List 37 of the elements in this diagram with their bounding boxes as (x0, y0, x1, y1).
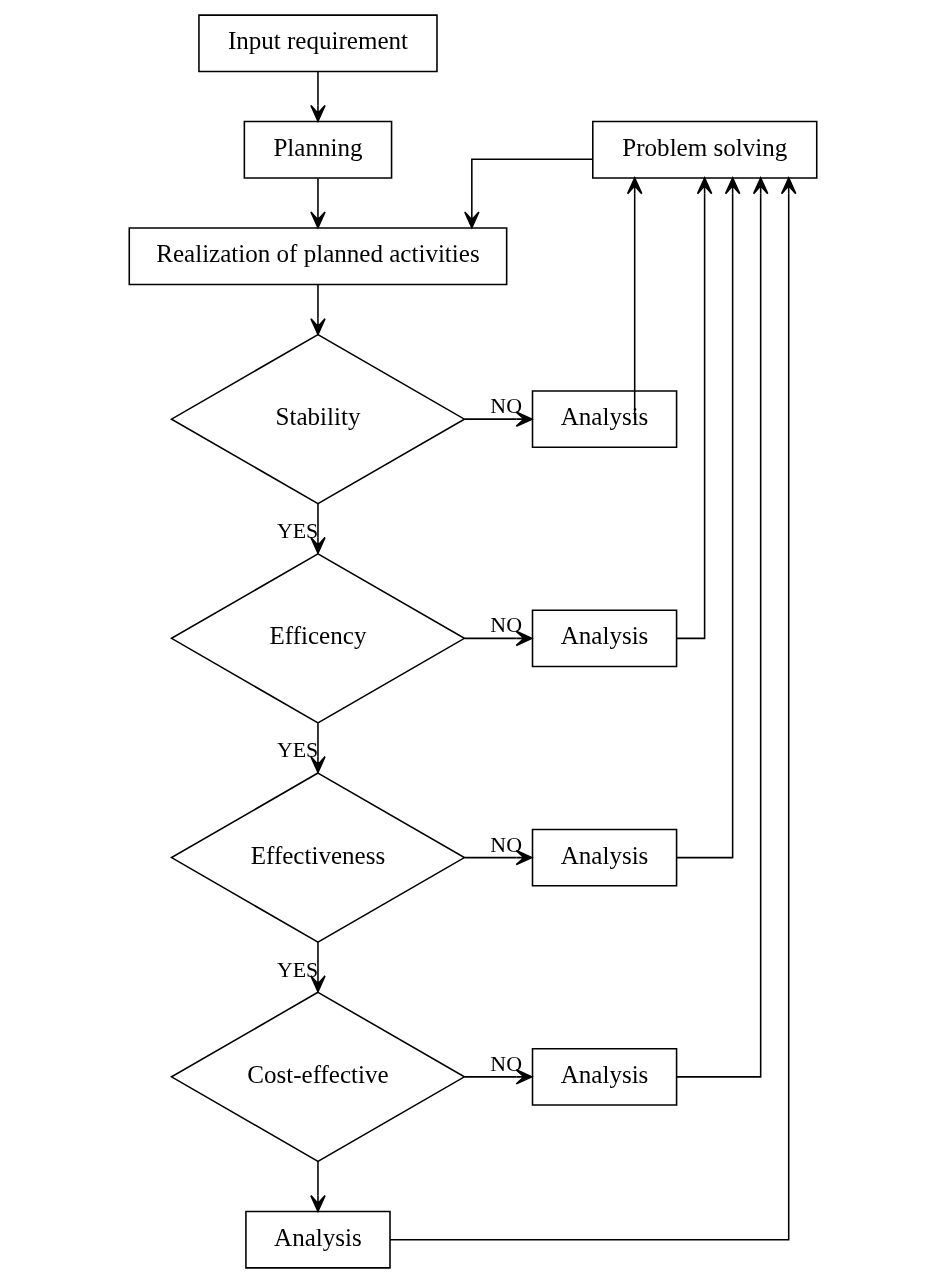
node-box: Analysis (531, 1047, 678, 1106)
arrow (310, 1160, 326, 1213)
arrow (463, 1069, 533, 1085)
arrow (310, 722, 326, 774)
arrow (463, 630, 533, 647)
edge-label: NO (490, 1050, 522, 1076)
arrow (310, 941, 326, 993)
arrow (675, 177, 741, 859)
node-diamond: Cost-effective (170, 991, 466, 1163)
edge-label: NO (490, 831, 522, 857)
edge-label: NO (490, 612, 522, 638)
node-box: Realization of planned activities (128, 227, 508, 286)
arrow (626, 177, 643, 420)
arrow (675, 177, 769, 1078)
arrow (310, 71, 326, 122)
arrow (463, 411, 533, 427)
node-box: Problem solving (592, 120, 818, 179)
edge-label: YES (276, 518, 319, 544)
edge-label: YES (276, 737, 319, 763)
node-diamond: Efficency (170, 552, 466, 724)
node-diamond: Effectiveness (170, 772, 466, 944)
node-box: Planning (243, 120, 393, 179)
node-diamond: Stability (170, 333, 466, 505)
node-box: Analysis (531, 390, 678, 449)
arrow (675, 177, 713, 640)
edge-label: NO (490, 393, 522, 419)
node-box: Input requirement (198, 14, 438, 73)
node-box: Analysis (531, 609, 678, 668)
arrow (310, 283, 326, 336)
arrow (389, 177, 797, 1241)
arrow (310, 177, 326, 229)
arrow (464, 158, 594, 229)
edge-label: YES (276, 956, 319, 982)
node-box: Analysis (245, 1210, 391, 1269)
arrow (463, 849, 533, 866)
node-box: Analysis (531, 828, 678, 887)
arrow (310, 503, 326, 554)
